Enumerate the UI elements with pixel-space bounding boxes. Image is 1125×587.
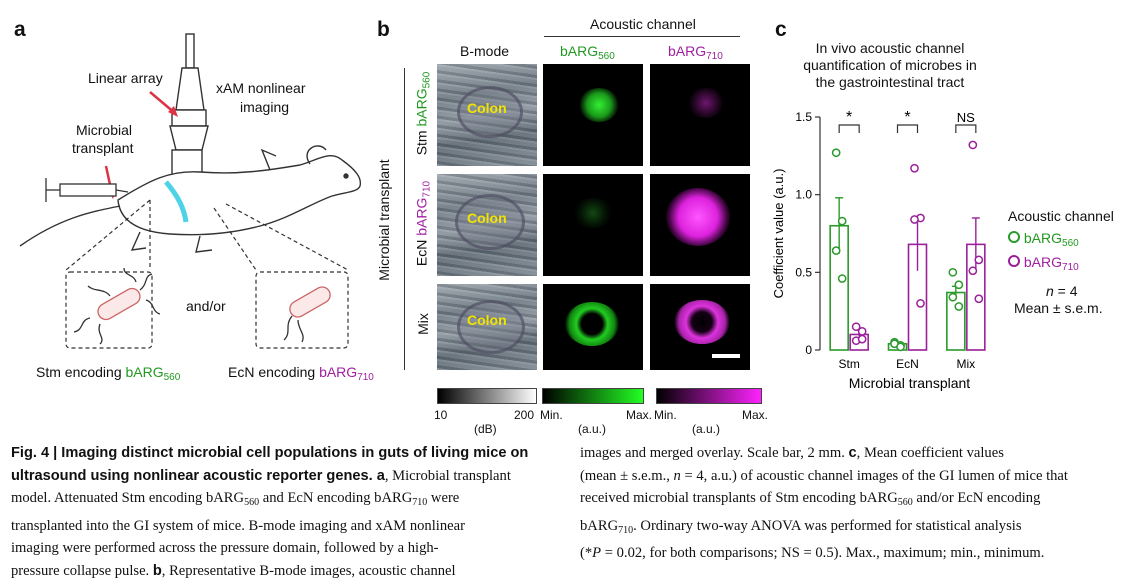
imaging-field — [164, 180, 189, 223]
cbar1-unit: (dB) — [474, 422, 497, 436]
caption-right: images and merged overlay. Scale bar, 2 … — [580, 445, 1068, 561]
zoom-guides — [65, 199, 349, 349]
transplant-label-line1: Microbial — [76, 122, 133, 138]
cbar2-min: Min. — [540, 408, 563, 422]
barg560-image-stm — [543, 64, 643, 166]
row-label-mix: Mix — [415, 313, 431, 335]
cbar3-min: Min. — [654, 408, 677, 422]
col-header-barg560: bARG560 — [560, 43, 615, 62]
cbar1-max: 200 — [514, 408, 535, 422]
green-colorbar — [542, 388, 644, 404]
data-point — [857, 334, 867, 344]
barg710-image-stm — [650, 64, 750, 166]
row-group-rule — [404, 68, 405, 370]
data-point — [948, 292, 958, 302]
cbar2-max: Max. — [626, 408, 653, 422]
y-tick-label: 0 — [805, 343, 812, 357]
data-point — [916, 299, 925, 308]
scale-bar — [712, 354, 740, 358]
legend-marker-purple — [1008, 255, 1020, 267]
ecn-bacterium-illustration — [283, 286, 331, 343]
panel-b-label: b — [377, 18, 390, 41]
data-point — [968, 266, 978, 276]
data-point — [896, 342, 905, 352]
cbar3-unit: (a.u.) — [692, 422, 721, 436]
row-label-ecn: EcN bARG710 — [413, 180, 433, 267]
data-point — [837, 216, 847, 226]
significance-label: * — [904, 109, 910, 126]
data-point — [968, 140, 978, 150]
barg710-image-ecn — [650, 174, 750, 276]
legend-item-barg710: bARG710 — [1008, 254, 1079, 273]
barg560-image-mix — [543, 284, 643, 370]
cbar2-unit: (a.u.) — [578, 422, 607, 436]
syringe — [45, 178, 129, 202]
stm-bacterium-illustration — [73, 267, 161, 345]
significance-label: * — [846, 109, 852, 126]
bmode-image-mix: Colon — [437, 284, 537, 370]
stm-encoding-label: Stm encoding bARG560 — [36, 364, 181, 383]
transducer-probe — [169, 33, 209, 179]
data-point — [948, 267, 958, 277]
significance-label: NS — [957, 110, 975, 125]
y-tick-label: 0.5 — [795, 265, 812, 279]
x-tick-label: Stm — [838, 357, 859, 371]
xam-label-line2: imaging — [240, 99, 290, 115]
y-tick-label: 1.0 — [795, 188, 812, 202]
significance-bracket — [838, 124, 860, 133]
data-point — [974, 294, 984, 304]
panel-c-label: c — [775, 18, 787, 41]
chart-title: In vivo acoustic channel quantification … — [803, 40, 977, 90]
x-axis-label: Microbial transplant — [849, 375, 970, 391]
x-tick-label: Mix — [956, 357, 975, 371]
data-point — [851, 322, 861, 332]
transplant-label-line2: transplant — [72, 140, 134, 156]
row-group-label: Microbial transplant — [376, 159, 392, 281]
bmode-image-ecn: Colon — [437, 174, 537, 276]
panel-a-label: a — [14, 18, 26, 41]
data-point — [831, 148, 841, 158]
cbar1-min: 10 — [434, 408, 448, 422]
acoustic-channel-header: Acoustic channel — [590, 16, 696, 32]
acoustic-channel-rule — [544, 36, 740, 37]
linear-array-label: Linear array — [88, 70, 163, 86]
col-header-barg710: bARG710 — [668, 43, 723, 62]
significance-bracket — [896, 124, 919, 133]
data-point — [954, 302, 964, 311]
xam-label-line1: xAM nonlinear — [216, 80, 306, 96]
data-point — [954, 280, 964, 290]
caption-left: Fig. 4 | Imaging distinct microbial cell… — [11, 445, 529, 579]
data-point — [910, 215, 919, 224]
row-label-stm: Stm bARG560 — [413, 71, 433, 156]
mean-sem-label: Mean ± s.e.m. — [1014, 300, 1103, 316]
col-header-bmode: B-mode — [460, 43, 510, 59]
barg560-image-ecn — [543, 174, 643, 276]
bmode-colorbar — [437, 388, 537, 404]
legend-title: Acoustic channel — [1008, 208, 1114, 224]
mouse-body — [19, 145, 362, 253]
data-point — [974, 255, 984, 265]
bar-bARG560-Mix — [946, 291, 966, 351]
y-axis-label: Coefficient value (a.u.) — [771, 169, 786, 299]
legend-item-barg560: bARG560 — [1008, 230, 1079, 249]
x-tick-label: EcN — [896, 357, 919, 371]
cbar3-max: Max. — [742, 408, 769, 422]
legend-marker-green — [1008, 231, 1020, 243]
data-point — [831, 246, 841, 255]
y-tick-label: 1.5 — [795, 110, 812, 124]
mouse-ultrasound-illustration — [19, 33, 362, 349]
ecn-encoding-label: EcN encoding bARG710 — [228, 364, 374, 383]
data-point — [910, 163, 919, 173]
magenta-colorbar — [656, 388, 762, 404]
bmode-image-stm: Colon — [437, 64, 537, 166]
significance-bracket — [955, 124, 977, 133]
n-label: n = 4 — [1046, 283, 1078, 299]
data-point — [837, 274, 847, 283]
andor-label: and/or — [186, 298, 226, 314]
merged-image-mix — [650, 284, 750, 370]
